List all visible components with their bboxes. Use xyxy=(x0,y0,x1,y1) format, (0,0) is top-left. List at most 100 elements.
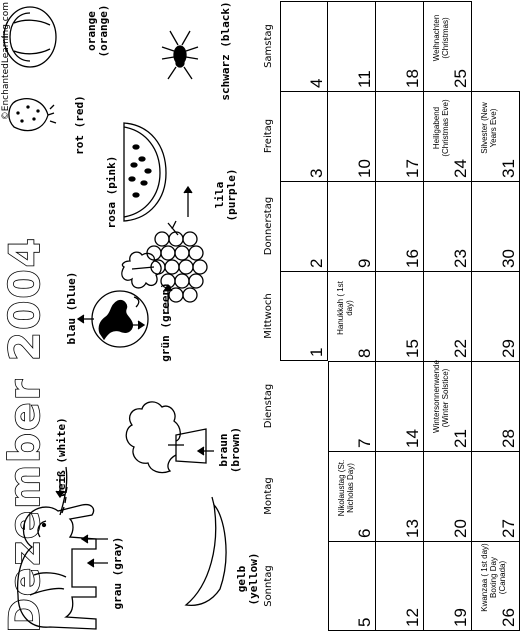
weekday-header: Mittwoch xyxy=(263,293,274,339)
calendar-day: 13 xyxy=(376,451,424,541)
calendar-day: 4 xyxy=(280,1,328,91)
day-number: 6 xyxy=(355,528,374,538)
holiday-note: Nikolaustag (St. Nicholas Day) xyxy=(337,459,355,517)
weekday-header: Donnerstag xyxy=(263,196,274,256)
day-number: 24 xyxy=(451,159,470,178)
holiday-note: Weihnachten (Christmas) xyxy=(432,14,450,62)
label-braun: braun (brown) xyxy=(217,426,242,474)
watermelon-icon xyxy=(123,122,167,222)
day-number: 8 xyxy=(355,348,374,358)
label-blau: blau (blue) xyxy=(65,271,78,345)
banana-icon xyxy=(184,496,227,607)
day-number: 20 xyxy=(451,519,470,538)
holiday-note: Kwanzaa ( 1st day) Boxing Day (Canada) xyxy=(480,543,507,612)
day-number: 21 xyxy=(451,429,470,448)
day-number: 4 xyxy=(307,78,326,88)
day-number: 28 xyxy=(499,429,518,448)
day-number: 16 xyxy=(403,249,422,268)
calendar-day: 10 xyxy=(328,91,376,181)
weekday-header: Samstag xyxy=(263,24,274,68)
earth-icon xyxy=(91,290,149,348)
label-grau: grau (gray) xyxy=(111,536,124,610)
coloring-pictures xyxy=(2,6,227,630)
calendar-day: 5 xyxy=(328,541,376,631)
calendar-day: 20 xyxy=(424,451,472,541)
grapes-icon xyxy=(146,220,208,303)
calendar-day: 9 xyxy=(328,181,376,271)
label-lila: lila (purple) xyxy=(213,168,238,222)
calendar-day: 8 Hanukkah ( 1st day) xyxy=(328,271,376,361)
day-number: 15 xyxy=(403,339,422,358)
day-number: 18 xyxy=(403,69,422,88)
day-number: 23 xyxy=(451,249,470,268)
day-number: 10 xyxy=(355,159,374,178)
calendar-day: 29 xyxy=(472,271,520,361)
calendar-day: 27 xyxy=(472,451,520,541)
calendar-day: 15 xyxy=(376,271,424,361)
calendar-day: 19 xyxy=(424,541,472,631)
label-gelb: gelb (yellow) xyxy=(235,552,260,606)
label-orange: orange (orange) xyxy=(85,4,110,58)
label-gruen: grün (green) xyxy=(159,282,172,362)
calendar-day: 11 xyxy=(328,1,376,91)
calendar-day: 23 xyxy=(424,181,472,271)
calendar-day: 17 xyxy=(376,91,424,181)
day-number: 17 xyxy=(403,159,422,178)
day-number: 19 xyxy=(451,608,470,627)
label-schwarz: schwarz (black) xyxy=(219,1,232,101)
weekday-header: Freitag xyxy=(263,118,274,154)
calendar-day: 12 xyxy=(376,541,424,631)
label-rosa: rosa (pink) xyxy=(105,155,118,229)
day-number: 13 xyxy=(403,519,422,538)
calendar-day: 30 xyxy=(472,181,520,271)
calendar-day: 1 xyxy=(280,271,328,361)
holiday-note: Silvester (New Years Eve) xyxy=(480,102,498,154)
day-number: 2 xyxy=(307,258,326,268)
spider-icon xyxy=(161,30,199,80)
pumpkin-icon xyxy=(2,6,57,68)
calendar-day: 3 xyxy=(280,91,328,181)
elephant-tusk-icon xyxy=(59,466,68,516)
day-number: 1 xyxy=(307,347,326,357)
day-number: 12 xyxy=(403,608,422,627)
day-number: 14 xyxy=(403,429,422,448)
elephant-icon xyxy=(16,503,97,630)
calendar-day: 22 xyxy=(424,271,472,361)
day-number: 7 xyxy=(355,438,374,448)
day-number: 31 xyxy=(499,159,518,178)
strawberry-icon xyxy=(8,98,57,132)
day-number: 25 xyxy=(451,69,470,88)
label-weiss: weiß (white) xyxy=(55,417,68,497)
day-number: 29 xyxy=(499,339,518,358)
holiday-note: Hanukkah ( 1st day) xyxy=(336,281,354,335)
calendar-day: 14 xyxy=(376,361,424,451)
day-number: 11 xyxy=(355,70,374,88)
label-rot: rot (red) xyxy=(73,95,86,155)
calendar-day: 7 xyxy=(328,361,376,451)
weekday-header: Montag xyxy=(263,477,274,515)
day-number: 3 xyxy=(307,168,326,178)
day-number: 5 xyxy=(355,617,374,627)
calendar-day: 28 xyxy=(472,361,520,451)
holiday-note: Heiligabend (Christmas Eve) xyxy=(432,99,450,157)
day-number: 27 xyxy=(499,519,518,538)
weekday-header: Sonntag xyxy=(263,565,274,607)
calendar-day: 16 xyxy=(376,181,424,271)
leaf-icon xyxy=(121,251,162,289)
weekday-header: Dienstag xyxy=(263,383,274,429)
calendar-day: 18 xyxy=(376,1,424,91)
calendar-day: 2 xyxy=(280,181,328,271)
day-number: 22 xyxy=(451,339,470,358)
tree-trunk-icon xyxy=(125,401,207,474)
calendar-grid: Sonntag Montag Dienstag Mittwoch Donnerstag F… xyxy=(262,1,522,635)
day-number: 9 xyxy=(355,258,374,268)
calendar-day: 6 Nikolaustag (St. Nicholas Day) xyxy=(328,451,376,541)
holiday-note: Wintersonnenwende (Winter Solstice) xyxy=(432,360,450,433)
day-number: 30 xyxy=(499,249,518,268)
